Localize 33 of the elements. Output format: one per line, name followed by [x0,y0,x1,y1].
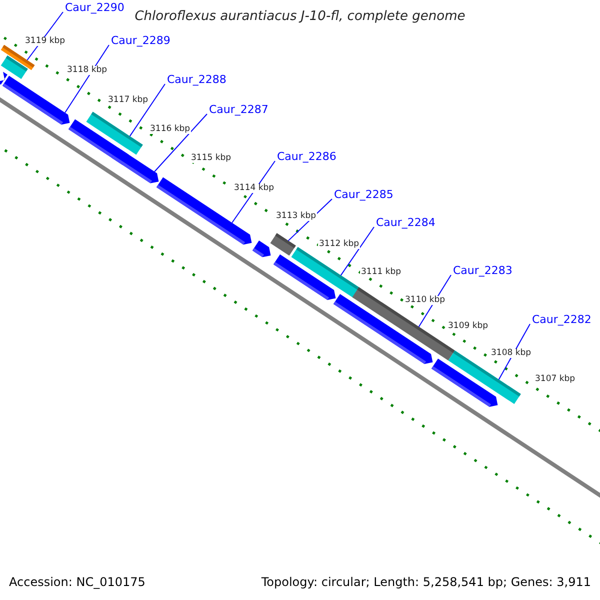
scale-label: 3119 kbp [24,37,66,46]
gene-name: Caur_2285 [334,189,394,202]
gene-name: Caur_2284 [376,217,436,230]
gene-feature-bar [270,233,296,256]
leader-line [340,226,374,276]
scale-label: 3116 kbp [149,125,192,134]
scale-label: 3117 kbp [107,96,150,106]
scale-label: 3113 kbp [275,212,318,222]
scale-label: 3114 kbp [233,184,276,194]
scale-label: 3109 kbp [447,322,490,332]
gene-feature-pointed [111,148,159,184]
scale-label: 3118 kbp [66,66,108,76]
gene-name: Caur_2290 [65,2,124,14]
leader-line [129,84,166,137]
scale-label: 3112 kbp [318,240,360,250]
scale-label: 3107 kbp [534,375,576,384]
gene-feature-pointed [2,76,70,125]
leader-line [154,114,208,172]
scale-label: 3111 kbp [360,268,402,278]
gene-name: Caur_2282 [532,314,592,326]
gene-name: Caur_2283 [453,265,512,278]
leader-line [64,44,110,114]
gene-name: Caur_2286 [277,151,336,164]
gene-name: Caur_2288 [167,74,226,86]
leader-line [232,160,276,224]
diagram-title: Chloroflexus aurantiacus J-10-fl, complete genome [134,10,466,24]
genome-stats-label: Topology: circular; Length: 5,258,541 bp; Genes: 3,911 [261,576,591,590]
scale-label: 3108 kbp [490,349,532,358]
scale-label: 3115 kbp [190,154,232,164]
scale-label: 3110 kbp [404,296,446,306]
gene-name: Caur_2287 [209,104,268,116]
gene-name: Caur_2289 [111,35,170,48]
accession-label: Accession: NC_010175 [9,576,146,590]
